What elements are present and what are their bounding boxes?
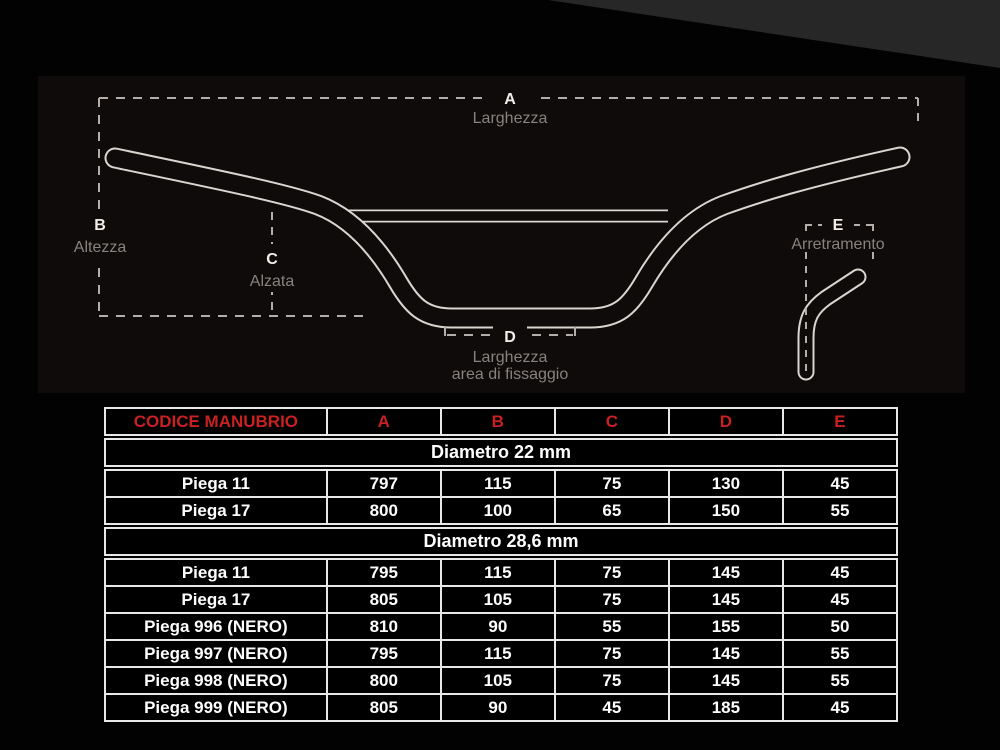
value-cell: 55	[553, 612, 670, 641]
value-cell: 145	[667, 666, 784, 695]
handlebar-front-view	[104, 146, 911, 329]
value-cell: 800	[325, 666, 442, 695]
col-header-b: B	[439, 407, 556, 438]
value-cell: 90	[439, 693, 556, 722]
value-cell: 55	[781, 639, 899, 668]
value-cell: 115	[439, 639, 556, 668]
dim-a-label: Larghezza	[473, 110, 548, 127]
value-cell: 155	[667, 612, 784, 641]
section-row: Diametro 28,6 mm	[104, 523, 898, 560]
value-cell: 55	[781, 496, 899, 527]
value-cell: 65	[553, 496, 670, 527]
value-cell: 45	[781, 693, 899, 722]
dim-d-label2: area di fissaggio	[452, 366, 569, 383]
code-cell: Piega 998 (NERO)	[104, 666, 328, 695]
value-cell: 55	[781, 666, 899, 695]
dim-b-label: Altezza	[74, 239, 127, 256]
col-header-e: E	[781, 407, 899, 438]
code-cell: Piega 997 (NERO)	[104, 639, 328, 668]
value-cell: 75	[553, 666, 670, 695]
value-cell: 805	[325, 585, 442, 614]
section-title: Diametro 28,6 mm	[104, 523, 898, 560]
dim-c-label: Alzata	[250, 273, 295, 290]
dim-d-letter: D	[504, 329, 516, 346]
code-cell: Piega 996 (NERO)	[104, 612, 328, 641]
value-cell: 115	[439, 467, 556, 498]
spec-table: CODICE MANUBRIO A B C D E Diametro 22 mm…	[104, 407, 899, 722]
value-cell: 797	[325, 467, 442, 498]
code-cell: Piega 17	[104, 585, 328, 614]
value-cell: 45	[781, 585, 899, 614]
corner-accent	[548, 0, 1000, 68]
section-row: Diametro 22 mm	[104, 434, 898, 471]
dim-b-letter: B	[94, 217, 106, 234]
value-cell: 105	[439, 666, 556, 695]
col-header-code: CODICE MANUBRIO	[104, 407, 328, 438]
dim-d-label: Larghezza	[473, 349, 548, 366]
value-cell: 805	[325, 693, 442, 722]
section-title: Diametro 22 mm	[104, 434, 898, 471]
value-cell: 105	[439, 585, 556, 614]
value-cell: 50	[781, 612, 899, 641]
value-cell: 795	[325, 639, 442, 668]
value-cell: 185	[667, 693, 784, 722]
value-cell: 45	[553, 693, 670, 722]
dim-e-letter: E	[833, 217, 844, 234]
value-cell: 115	[439, 556, 556, 587]
dim-c-letter: C	[266, 251, 278, 268]
label-gaps	[93, 88, 886, 340]
value-cell: 795	[325, 556, 442, 587]
code-cell: Piega 11	[104, 556, 328, 587]
dim-e-label: Arretramento	[791, 236, 884, 253]
code-cell: Piega 999 (NERO)	[104, 693, 328, 722]
code-cell: Piega 11	[104, 467, 328, 498]
value-cell: 90	[439, 612, 556, 641]
value-cell: 145	[667, 585, 784, 614]
value-cell: 75	[553, 585, 670, 614]
dim-d-ticks	[444, 327, 576, 336]
dim-a-letter: A	[504, 91, 516, 108]
code-cell: Piega 17	[104, 496, 328, 527]
value-cell: 45	[781, 556, 899, 587]
col-header-c: C	[553, 407, 670, 438]
value-cell: 75	[553, 639, 670, 668]
value-cell: 75	[553, 467, 670, 498]
value-cell: 810	[325, 612, 442, 641]
value-cell: 145	[667, 639, 784, 668]
col-header-d: D	[667, 407, 784, 438]
value-cell: 130	[667, 467, 784, 498]
header-row: CODICE MANUBRIO A B C D E	[104, 407, 899, 438]
value-cell: 100	[439, 496, 556, 527]
value-cell: 75	[553, 556, 670, 587]
value-cell: 145	[667, 556, 784, 587]
value-cell: 800	[325, 496, 442, 527]
value-cell: 150	[667, 496, 784, 527]
col-header-a: A	[325, 407, 442, 438]
value-cell: 45	[781, 467, 899, 498]
